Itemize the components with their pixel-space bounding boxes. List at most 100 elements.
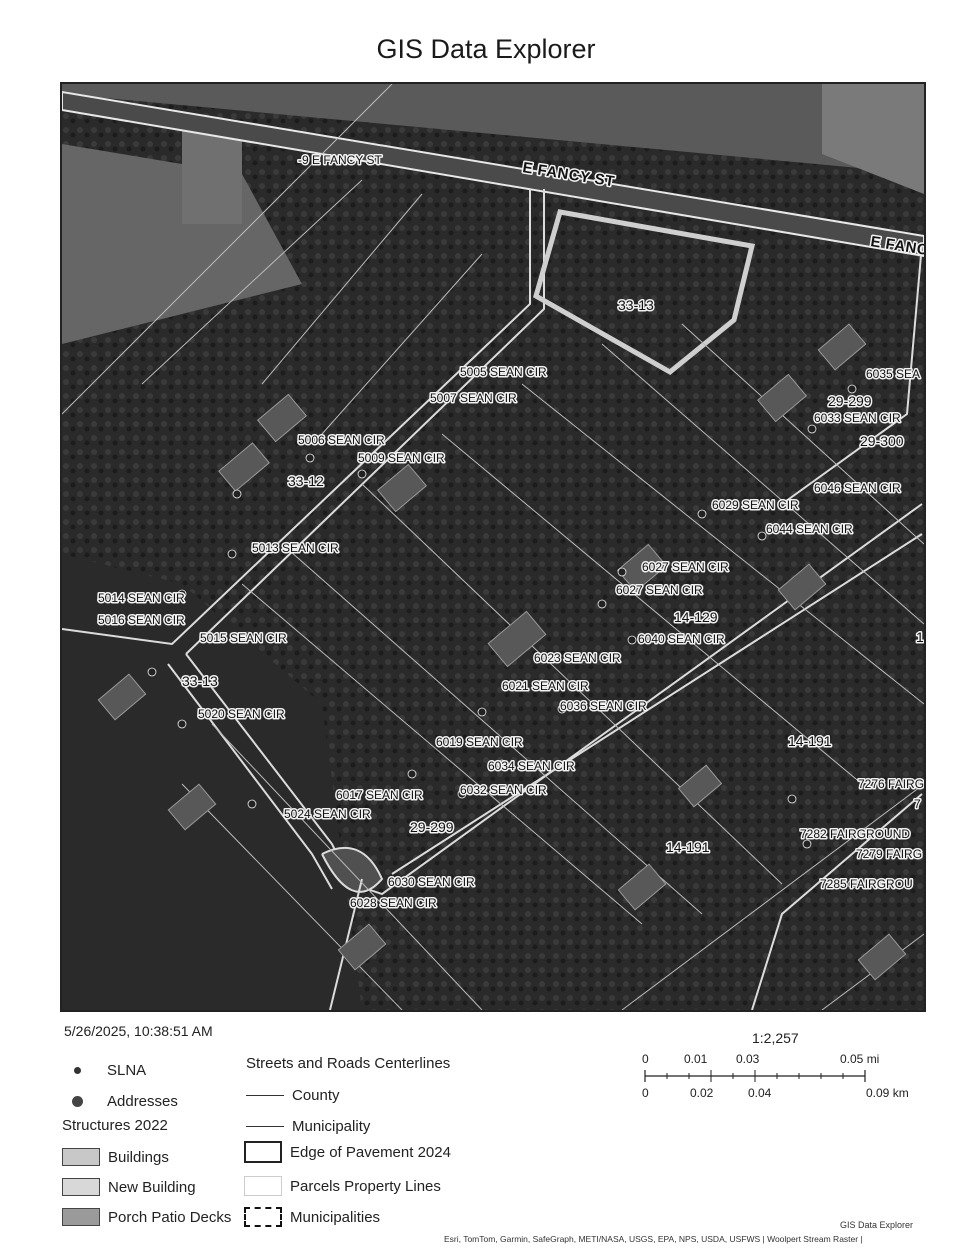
- parcel-label: 29-300: [860, 433, 904, 449]
- new-building-swatch-icon: [62, 1178, 100, 1196]
- legend-item-addresses: Addresses: [72, 1093, 178, 1110]
- address-label: 6023 SEAN CIR: [534, 651, 621, 665]
- address-label: 7276 FAIRG: [858, 777, 924, 791]
- address-label: 6044 SEAN CIR: [766, 522, 853, 536]
- scale-bar-graphic: [644, 1070, 866, 1082]
- woods-sw: [62, 554, 362, 1010]
- address-label: 5007 SEAN CIR: [430, 391, 517, 405]
- road-fairground: [751, 793, 923, 1010]
- address-label: 7282 FAIRGROUND: [800, 827, 910, 841]
- address-label: 6040 SEAN CIR: [638, 632, 725, 646]
- legend-label-addresses: Addresses: [107, 1093, 178, 1110]
- legend-label-new-building: New Building: [108, 1178, 196, 1196]
- scale-ratio: 1:2,257: [752, 1030, 799, 1046]
- municipality-line-icon: [246, 1126, 284, 1127]
- road-sean-cir: [62, 189, 923, 1010]
- legend-item-municipalities: Municipalities: [244, 1207, 380, 1227]
- address-label: 5015 SEAN CIR: [200, 631, 287, 645]
- legend-item-porch: Porch Patio Decks: [62, 1208, 231, 1226]
- parcel-label: 33-12: [288, 473, 324, 489]
- parcel-33-13-outline: [533, 209, 756, 376]
- legend-item-county: County: [246, 1087, 340, 1104]
- address-label: 6027 SEAN CIR: [642, 560, 729, 574]
- address-label: 7285 FAIRGROU: [820, 877, 913, 891]
- address-label: 5009 SEAN CIR: [358, 451, 445, 465]
- legend-label-porch: Porch Patio Decks: [108, 1208, 232, 1226]
- address-label: 6034 SEAN CIR: [488, 759, 575, 773]
- scale-tick-bottom: 0.04: [748, 1086, 772, 1100]
- substation: [182, 124, 242, 224]
- porch-swatch-icon: [62, 1208, 100, 1226]
- legend-item-parcels: Parcels Property Lines: [244, 1176, 441, 1196]
- address-label: 7: [914, 797, 921, 811]
- scale-tick-bottom: 0: [642, 1086, 649, 1100]
- scale-bar: 1:2,257 0 0.01 0.03 0.05 mi 0 0.02 0.04 …: [640, 1028, 930, 1108]
- address-label: 5016 SEAN CIR: [98, 613, 185, 627]
- address-label: 6019 SEAN CIR: [436, 735, 523, 749]
- print-timestamp: 5/26/2025, 10:38:51 AM: [64, 1023, 213, 1039]
- map-view[interactable]: E FANCY ST E FANC -9 E FANCY ST 33-13 33…: [60, 82, 926, 1012]
- address-label: 6021 SEAN CIR: [502, 679, 589, 693]
- legend-label-municipality: Municipality: [292, 1118, 371, 1135]
- scale-tick-top: 0.01: [684, 1052, 708, 1066]
- address-label: 7279 FAIRG: [856, 847, 922, 861]
- legend-streets-title: Streets and Roads Centerlines: [246, 1055, 451, 1072]
- legend-label-buildings: Buildings: [108, 1148, 169, 1166]
- county-line-icon: [246, 1095, 284, 1096]
- address-label: 6027 SEAN CIR: [616, 583, 703, 597]
- road-e-fancy-st: [62, 90, 924, 258]
- scale-tick-top: 0.03: [736, 1052, 760, 1066]
- address-label: 5006 SEAN CIR: [298, 433, 385, 447]
- parcel-label: 33-13: [182, 673, 218, 689]
- address-label: 6046 SEAN CIR: [814, 481, 901, 495]
- legend-label-edge: Edge of Pavement 2024: [290, 1143, 451, 1161]
- address-label: 6028 SEAN CIR: [350, 896, 437, 910]
- legend-points-structures: SLNA Addresses Structures 2022 Buildings…: [62, 1060, 242, 1230]
- scale-tick-bottom: 0.02: [690, 1086, 714, 1100]
- legend-item-edge: Edge of Pavement 2024: [244, 1141, 451, 1163]
- legend-label-slna: SLNA: [107, 1062, 147, 1079]
- municipalities-swatch-icon: [244, 1207, 282, 1227]
- parcel-label: 14-191: [666, 839, 710, 855]
- address-points: [147, 384, 857, 909]
- scale-tick-top: 0.05 mi: [840, 1052, 880, 1066]
- clearing-ne: [822, 84, 924, 194]
- edge-of-pavement-swatch-icon: [244, 1141, 282, 1163]
- legend-label-municipalities: Municipalities: [290, 1208, 381, 1226]
- road-east: [781, 243, 923, 505]
- address-label: 5014 SEAN CIR: [98, 591, 185, 605]
- buildings-swatch-icon: [62, 1148, 100, 1166]
- legend-structures-title: Structures 2022: [62, 1117, 168, 1134]
- scale-tick-top: 0: [642, 1052, 649, 1066]
- address-label: 6033 SEAN CIR: [814, 411, 901, 425]
- scale-tick-bottom: 0.09 km: [866, 1086, 909, 1100]
- address-label: 5005 SEAN CIR: [460, 365, 547, 379]
- legend-item-buildings: Buildings: [62, 1148, 169, 1166]
- address-label: 5024 SEAN CIR: [284, 807, 371, 821]
- parcel-label: 14-191: [788, 733, 832, 749]
- parcel-label: 29-299: [410, 819, 454, 835]
- attribution-title: GIS Data Explorer: [840, 1220, 914, 1230]
- address-label: 5020 SEAN CIR: [198, 707, 285, 721]
- aerial-map[interactable]: E FANCY ST E FANC -9 E FANCY ST 33-13 33…: [62, 84, 924, 1010]
- legend-item-new-building: New Building: [62, 1178, 196, 1196]
- legend-label-county: County: [292, 1087, 340, 1104]
- street-label-9-e-fancy: -9 E FANCY ST: [298, 153, 382, 167]
- structures: [97, 323, 907, 981]
- legend-item-municipality: Municipality: [246, 1118, 370, 1135]
- address-label: 6030 SEAN CIR: [388, 875, 475, 889]
- attribution-text: Esri, TomTom, Garmin, SafeGraph, METI/NA…: [444, 1234, 863, 1244]
- address-point-icon: [72, 1096, 83, 1107]
- parcels-swatch-icon: [244, 1176, 282, 1196]
- parcel-label: 14-129: [674, 609, 718, 625]
- map-title: GIS Data Explorer: [376, 34, 596, 64]
- legend-label-parcels: Parcels Property Lines: [290, 1177, 441, 1195]
- address-label: 6029 SEAN CIR: [712, 498, 799, 512]
- address-label: 6017 SEAN CIR: [336, 788, 423, 802]
- parcel-label: 33-13: [618, 297, 654, 313]
- field-north: [62, 84, 924, 174]
- address-label: 6032 SEAN CIR: [460, 783, 547, 797]
- legend-item-slna: SLNA: [74, 1062, 146, 1079]
- address-label: 5013 SEAN CIR: [252, 541, 339, 555]
- parcel-label: 29-299: [828, 393, 872, 409]
